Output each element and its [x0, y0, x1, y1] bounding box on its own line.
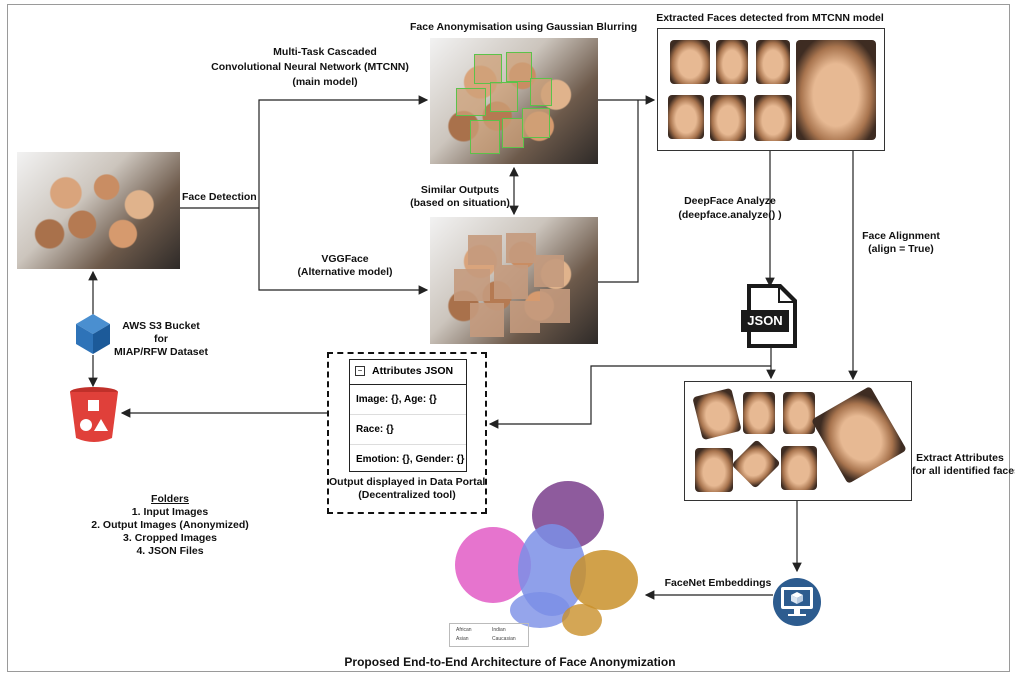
face-crop: [670, 40, 710, 84]
extracted-faces-label: Extracted Faces detected from MTCNN mode…: [656, 12, 884, 24]
cluster-legend: African Indian Asian Caucasian: [449, 623, 529, 647]
json-icon-label: JSON: [747, 313, 783, 328]
vggface-label-1: VGGFace: [321, 253, 369, 265]
folder-item-3: 3. Cropped Images: [123, 532, 217, 544]
legend-caucasian: Caucasian: [492, 636, 516, 642]
cluster-gold-lower: [562, 604, 602, 636]
attributes-dashed-group: [327, 352, 487, 514]
s3-label-2: for: [154, 333, 168, 345]
cluster-pink: [455, 527, 531, 603]
extract-attributes-label-1: Extract Attributes: [916, 452, 1004, 464]
folders-heading: Folders: [151, 493, 189, 505]
face-crop: [796, 40, 876, 140]
portal-label-1: Output displayed in Data Portal: [329, 476, 486, 488]
s3-label-3: MIAP/RFW Dataset: [114, 346, 208, 358]
s3-bucket-icon: [70, 387, 118, 442]
portal-label-2: (Decentralized tool): [358, 489, 456, 501]
attr-row-image-age: Image: {}, Age: {}: [350, 385, 466, 415]
arrow-to-attributes: [488, 365, 771, 429]
mtcnn-anonymised-photo: [430, 38, 598, 164]
embedding-cluster-plot: [455, 481, 638, 636]
face-detection-label: Face Detection: [182, 191, 257, 203]
aws-cube-icon: [76, 314, 110, 354]
face-crop: [756, 40, 790, 84]
folder-item-1: 1. Input Images: [131, 506, 209, 518]
diagram-frame: [7, 4, 1010, 672]
face-crop: [710, 95, 746, 141]
input-group-photo: [17, 152, 180, 269]
monitor-cube-icon: [773, 578, 821, 626]
cluster-gold: [570, 550, 638, 610]
deepface-label-1: DeepFace Analyze: [684, 195, 776, 207]
legend-asian: Asian: [456, 636, 469, 642]
arrow-vgg-out: [598, 100, 639, 283]
arrow-to-vgg: [258, 208, 429, 295]
vggface-anonymised-photo: [430, 217, 598, 344]
extract-attributes-label-2: for all identified faces: [912, 465, 1015, 477]
extracted-faces-box: [657, 28, 885, 151]
json-file-icon: [741, 284, 797, 348]
similar-outputs-label-2: (based on situation): [410, 197, 510, 209]
folder-item-2: 2. Output Images (Anonymized): [91, 519, 249, 531]
face-crop: [716, 40, 748, 84]
similar-outputs-label-1: Similar Outputs: [420, 184, 500, 196]
legend-indian: Indian: [492, 627, 506, 633]
aligned-face: [781, 446, 817, 490]
aligned-faces-box: [684, 381, 912, 501]
s3-label-1: AWS S3 Bucket: [122, 320, 200, 332]
arrow-to-mtcnn: [258, 95, 429, 208]
alignment-label-1: Face Alignment: [862, 230, 940, 242]
cluster-blue-lower: [510, 592, 570, 628]
aligned-face: [743, 392, 775, 434]
diagram-title: Proposed End-to-End Architecture of Face…: [344, 655, 676, 669]
mtcnn-label-1: Multi-Task Cascaded: [273, 46, 377, 58]
aligned-face: [783, 392, 815, 434]
face-crop: [668, 95, 704, 139]
face-crop: [754, 95, 792, 141]
attr-row-race: Race: {}: [350, 415, 466, 445]
anonymisation-label: Face Anonymisation using Gaussian Blurri…: [410, 21, 638, 33]
folder-item-4: 4. JSON Files: [136, 545, 204, 557]
facenet-label: FaceNet Embeddings: [664, 577, 772, 589]
attributes-json-title: Attributes JSON: [372, 365, 454, 377]
alignment-label-2: (align = True): [868, 243, 934, 255]
attr-row-emotion-gender: Emotion: {}, Gender: {}: [356, 454, 465, 465]
aligned-face: [695, 448, 733, 492]
deepface-label-2: (deepface.analyze() ): [678, 209, 782, 221]
legend-african: African: [456, 627, 472, 633]
collapse-icon: −: [355, 366, 365, 376]
attributes-json-card: − Attributes JSON Image: {}, Age: {} Rac…: [349, 359, 467, 472]
mtcnn-label-2: Convolutional Neural Network (MTCNN): [211, 61, 409, 73]
vggface-label-2: (Alternative model): [297, 266, 393, 278]
mtcnn-label-3: (main model): [292, 76, 358, 88]
